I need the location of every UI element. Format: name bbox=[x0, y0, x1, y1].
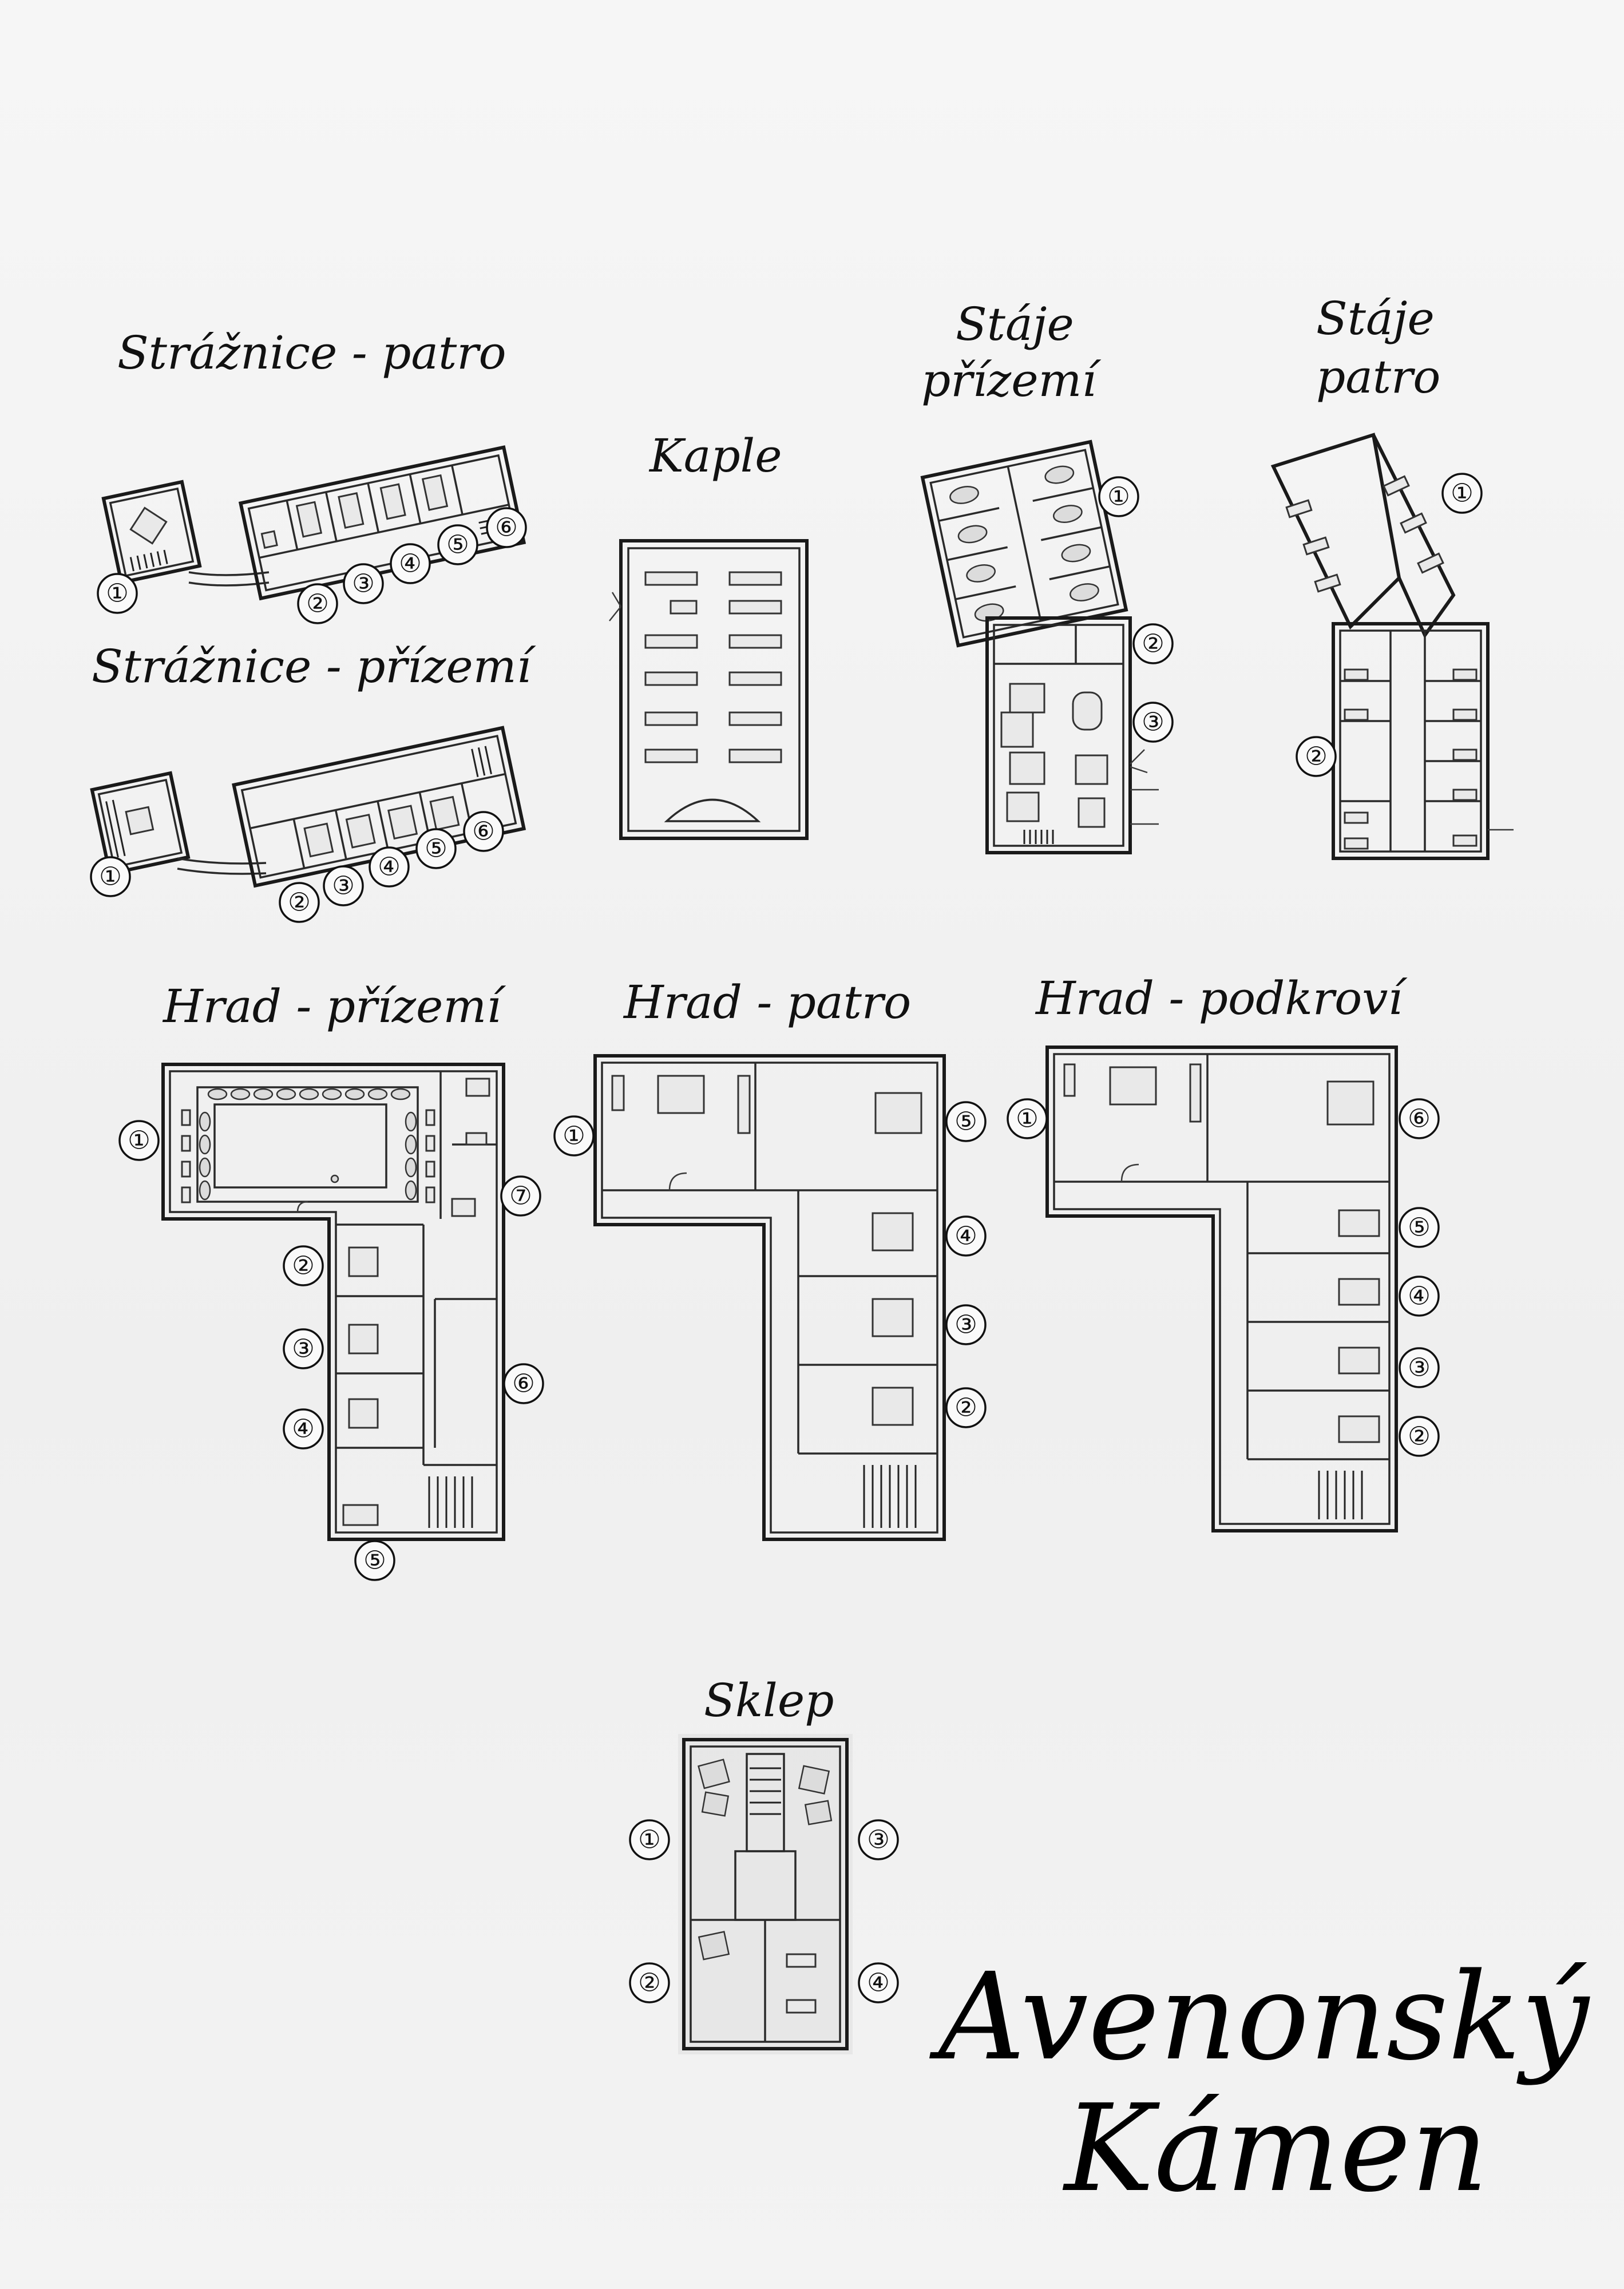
marker: ⑤ bbox=[363, 1546, 386, 1575]
title-line-2: Kámen bbox=[1064, 2078, 1488, 2219]
marker: ③ bbox=[867, 1825, 889, 1855]
marker: ⑥ bbox=[472, 817, 494, 846]
label-hrad-podkrovi: Hrad - podkroví bbox=[1036, 972, 1403, 1025]
marker: ② bbox=[1408, 1422, 1430, 1451]
marker: ② bbox=[638, 1969, 660, 1998]
label-hrad-prizemi: Hrad - přízemí bbox=[163, 980, 501, 1033]
marker: ① bbox=[1016, 1104, 1038, 1134]
plan-hrad-prizemi bbox=[161, 1063, 505, 1541]
label-staje-patro-1: Stáje bbox=[1316, 292, 1435, 345]
marker: ① bbox=[99, 862, 121, 892]
label-hrad-patro: Hrad - patro bbox=[624, 976, 912, 1029]
marker: ④ bbox=[378, 853, 400, 882]
marker: ② bbox=[292, 1252, 314, 1281]
label-straznice-prizemi: Strážnice - přízemí bbox=[92, 640, 532, 693]
title-line-1: Avenonský bbox=[938, 1947, 1589, 2087]
marker: ⑤ bbox=[1408, 1213, 1430, 1242]
marker: ① bbox=[638, 1825, 660, 1855]
markers-sklep: ① ② ③ ④ bbox=[629, 1819, 899, 2003]
plan-hrad-patro bbox=[593, 1054, 946, 1541]
markers-staje-patro: ① ② bbox=[1296, 473, 1483, 777]
marker: ① bbox=[1451, 479, 1473, 508]
marker: ④ bbox=[1408, 1282, 1430, 1311]
markers-hrad-patro: ① ② ③ ④ ⑤ bbox=[553, 1101, 987, 1428]
plan-sklep bbox=[678, 1734, 853, 2054]
marker: ⑥ bbox=[495, 513, 517, 542]
marker: ① bbox=[1107, 482, 1130, 512]
marker: ④ bbox=[954, 1222, 977, 1251]
label-staje-prizemi-1: Stáje bbox=[956, 298, 1074, 351]
label-straznice-patro: Strážnice - patro bbox=[117, 326, 506, 379]
marker: ③ bbox=[292, 1334, 314, 1364]
marker: ③ bbox=[352, 569, 374, 599]
plan-staje-prizemi bbox=[920, 439, 1159, 854]
marker: ③ bbox=[1142, 708, 1164, 737]
markers-hrad-podkrovi: ① ② ③ ④ ⑤ ⑥ bbox=[1007, 1098, 1440, 1457]
markers-straznice-prizemi: ① ② ③ ④ ⑤ ⑥ bbox=[90, 811, 504, 923]
plan-staje-patro bbox=[1270, 433, 1514, 860]
marker: ③ bbox=[954, 1310, 977, 1340]
marker: ⑦ bbox=[509, 1182, 532, 1211]
marker: ② bbox=[1142, 629, 1164, 659]
label-staje-prizemi-2: přízemí bbox=[921, 354, 1096, 407]
label-sklep: Sklep bbox=[704, 1674, 834, 1727]
marker: ⑥ bbox=[1408, 1104, 1430, 1134]
marker: ⑤ bbox=[425, 834, 447, 864]
plan-straznice-patro bbox=[101, 445, 526, 601]
plan-hrad-podkrovi bbox=[1045, 1046, 1398, 1532]
plan-straznice-prizemi bbox=[90, 726, 526, 888]
markers-staje-prizemi: ① ② ③ bbox=[1098, 476, 1174, 743]
marker: ④ bbox=[399, 549, 421, 579]
plan-kaple bbox=[609, 539, 809, 840]
marker: ⑤ bbox=[954, 1107, 977, 1136]
label-staje-patro-2: patro bbox=[1316, 350, 1441, 403]
marker: ④ bbox=[292, 1415, 314, 1444]
markers-straznice-patro: ① ② ③ ④ ⑤ ⑥ bbox=[97, 507, 527, 624]
marker: ② bbox=[288, 888, 310, 917]
marker: ③ bbox=[332, 872, 354, 901]
marker: ② bbox=[1305, 742, 1327, 771]
markers-hrad-prizemi: ① ② ③ ④ ⑤ ⑥ ⑦ bbox=[118, 1120, 544, 1581]
marker: ① bbox=[106, 579, 128, 608]
label-kaple: Kaple bbox=[649, 429, 782, 482]
marker: ③ bbox=[1408, 1353, 1430, 1383]
marker: ② bbox=[306, 589, 328, 619]
marker: ⑥ bbox=[512, 1369, 534, 1399]
marker: ② bbox=[954, 1393, 977, 1423]
marker: ① bbox=[128, 1126, 150, 1155]
marker: ① bbox=[563, 1122, 585, 1151]
marker: ④ bbox=[867, 1969, 889, 1998]
marker: ⑤ bbox=[446, 530, 469, 560]
